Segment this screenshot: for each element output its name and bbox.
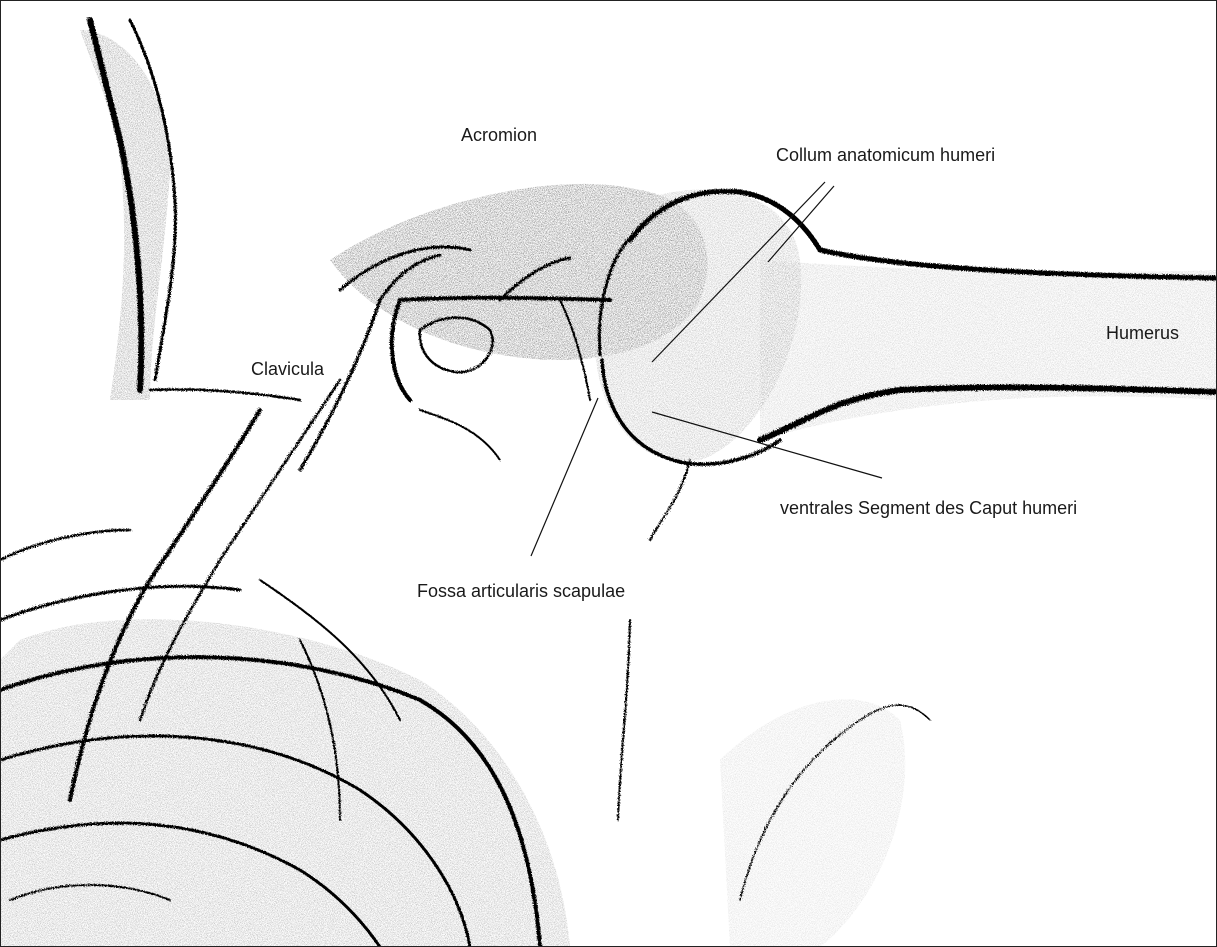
label-acromion: Acromion: [461, 126, 537, 144]
leader-fossa: [531, 398, 598, 556]
label-humerus: Humerus: [1106, 324, 1179, 342]
bone-shading: [0, 30, 1217, 947]
label-fossa-articularis: Fossa articularis scapulae: [417, 582, 625, 600]
label-ventrales-segment: ventrales Segment des Caput humeri: [780, 499, 1077, 517]
label-clavicula: Clavicula: [249, 360, 326, 378]
label-collum-anatomicum-humeri: Collum anatomicum humeri: [776, 146, 995, 164]
